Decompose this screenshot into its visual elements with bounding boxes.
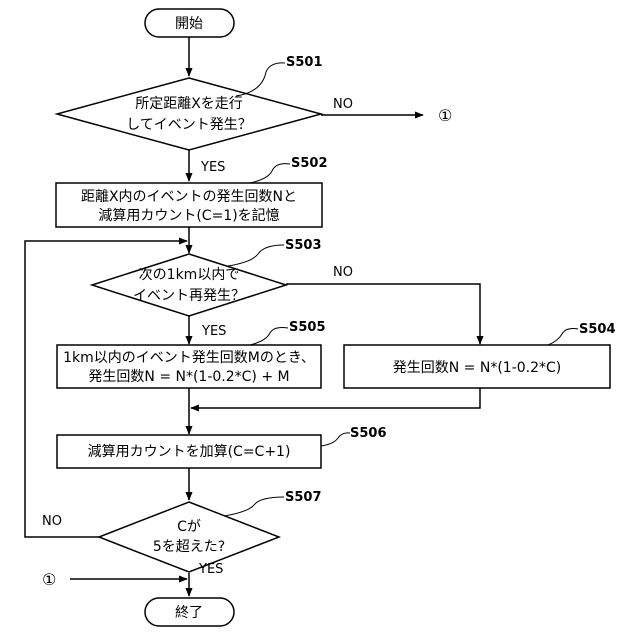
- decision-s503: 次の1km以内で イベント再発生？: [92, 254, 286, 316]
- s502-text-line-2: 減算用カウント(C=1)を記憶: [98, 207, 279, 224]
- end-label: 終了: [175, 605, 203, 621]
- start-label: 開始: [175, 16, 203, 32]
- s506-step-id: S506: [350, 426, 387, 441]
- end-terminal: 終了: [145, 598, 234, 626]
- s503-yes-label: YES: [201, 324, 226, 339]
- process-s505: 1km以内のイベント発生回数Mのとき、 発生回数N = N*(1-0.2*C) …: [57, 345, 321, 388]
- s507-leader: [224, 497, 284, 516]
- s502-leader: [250, 164, 290, 183]
- s503-text-line-1: 次の1km以内で: [139, 267, 240, 283]
- s503-text-line-2: イベント再発生？: [133, 288, 245, 304]
- flow-s504-merge: [191, 388, 480, 408]
- s501-text-line-2: してイベント発生？: [126, 117, 252, 133]
- decision-s507: Cが 5を超えた?: [99, 502, 279, 572]
- process-s506: 減算用カウントを加算(C=C+1): [57, 435, 321, 468]
- connector-in-marker: ①: [42, 570, 56, 589]
- s506-text-line-1: 減算用カウントを加算(C=C+1): [88, 443, 291, 460]
- s507-text-line-1: Cが: [177, 519, 201, 535]
- s503-no-label: NO: [333, 265, 353, 280]
- s503-step-id: S503: [285, 238, 322, 253]
- s502-text-line-1: 距離X内のイベントの発生回数Nと: [81, 188, 297, 205]
- flow-s503-no: [286, 284, 480, 344]
- s507-yes-label: YES: [198, 562, 223, 577]
- s504-leader: [548, 329, 578, 345]
- s505-leader: [250, 328, 288, 345]
- process-s502: 距離X内のイベントの発生回数Nと 減算用カウント(C=1)を記憶: [56, 183, 322, 227]
- s504-step-id: S504: [579, 322, 616, 337]
- s501-text-line-1: 所定距離Xを走行: [135, 95, 243, 112]
- s507-no-label: NO: [42, 514, 62, 529]
- s507-step-id: S507: [285, 490, 322, 505]
- s507-text-line-2: 5を超えた?: [153, 539, 225, 555]
- s505-text-line-1: 1km以内のイベント発生回数Mのとき、: [63, 350, 315, 366]
- start-terminal: 開始: [145, 9, 234, 37]
- s503-leader: [228, 245, 284, 266]
- s506-leader: [321, 433, 350, 446]
- s505-step-id: S505: [289, 320, 326, 335]
- s501-no-label: NO: [333, 97, 353, 112]
- s502-step-id: S502: [291, 156, 328, 171]
- connector-out-marker: ①: [438, 106, 452, 125]
- decision-s501: 所定距離Xを走行 してイベント発生？: [57, 78, 321, 150]
- s504-text-line-1: 発生回数N = N*(1-0.2*C): [393, 360, 562, 376]
- s505-text-line-2: 発生回数N = N*(1-0.2*C) + M: [88, 369, 289, 385]
- s501-leader: [236, 63, 285, 96]
- process-s504: 発生回数N = N*(1-0.2*C): [344, 345, 610, 388]
- s501-yes-label: YES: [200, 160, 225, 175]
- s501-step-id: S501: [286, 55, 323, 70]
